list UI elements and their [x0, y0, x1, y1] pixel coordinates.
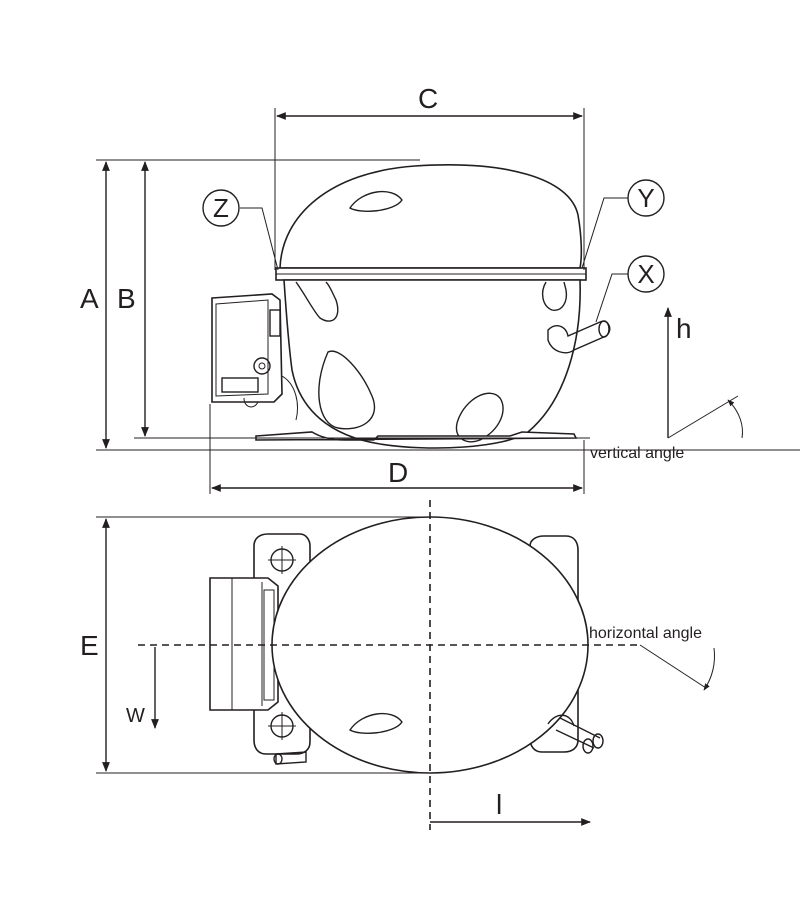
tube-stub-left: [295, 281, 339, 322]
dim-label-e: E: [80, 630, 99, 661]
dim-label-l: l: [496, 789, 502, 820]
top-view: [138, 500, 640, 830]
dim-label-a: A: [80, 283, 99, 314]
compressor-lower-housing: [283, 279, 581, 449]
dimension-lines: [96, 108, 800, 826]
dim-label-c: C: [418, 83, 438, 114]
dim-label-h: h: [676, 313, 692, 344]
callout-circle-z: [202, 189, 240, 227]
tubes-plan: [547, 714, 601, 749]
callout-circle-x: [627, 255, 665, 293]
horizontal-angle-label: horizontal angle: [589, 625, 702, 642]
shell-handle-plan: [349, 712, 403, 734]
dim-label-w: W: [126, 705, 145, 727]
compressor-dome: [279, 164, 583, 269]
dim-label-b: B: [117, 283, 136, 314]
callout-circle-y: [627, 179, 665, 217]
side-view: [211, 164, 611, 449]
vertical-angle-label: vertical angle: [590, 445, 684, 462]
electrical-box-plan: [209, 577, 279, 711]
electrical-box: [211, 293, 298, 421]
tube-stub-middle: [541, 281, 568, 311]
dome-handle: [349, 190, 403, 212]
housing-relief-left: [318, 350, 375, 430]
callout-label-x: X: [637, 259, 654, 289]
dim-label-d: D: [388, 457, 408, 488]
callout-leaders: [240, 197, 628, 323]
callout-label-z: Z: [213, 193, 229, 223]
callout-label-y: Y: [637, 183, 654, 213]
